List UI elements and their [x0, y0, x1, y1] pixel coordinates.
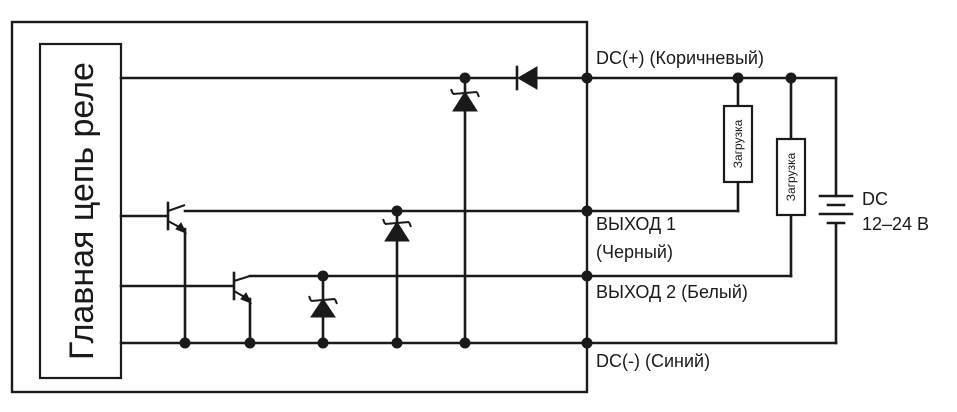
main-relay-circuit-label: Главная цепь реле [63, 62, 101, 360]
load-2: Загрузка [775, 137, 807, 217]
zener-diode-output1 [382, 218, 412, 242]
output1-transistor [166, 201, 188, 234]
supply-voltage-label: 12–24 В [862, 214, 929, 234]
junction-dots [179, 72, 797, 349]
dc-plus-label: DC(+) (Коричневый) [596, 48, 764, 68]
main-relay-circuit-block [38, 42, 123, 380]
supply-label: DC [862, 189, 888, 209]
output1-color-label: (Черный) [596, 242, 673, 262]
zener-diode-supply [450, 88, 480, 112]
zener-diode-output2 [308, 295, 338, 318]
load-1: Загрузка [722, 104, 754, 184]
load-2-label: Загрузка [784, 152, 798, 201]
load-1-label: Загрузка [731, 119, 745, 168]
reverse-protection-diode [515, 65, 538, 91]
dc-supply-battery [818, 194, 854, 225]
output1-label: ВЫХОД 1 [596, 214, 676, 234]
wiring [119, 76, 838, 345]
output2-label: ВЫХОД 2 (Белый) [596, 282, 748, 302]
output2-transistor [232, 271, 253, 304]
dc-minus-label: DC(-) (Синий) [596, 351, 710, 371]
